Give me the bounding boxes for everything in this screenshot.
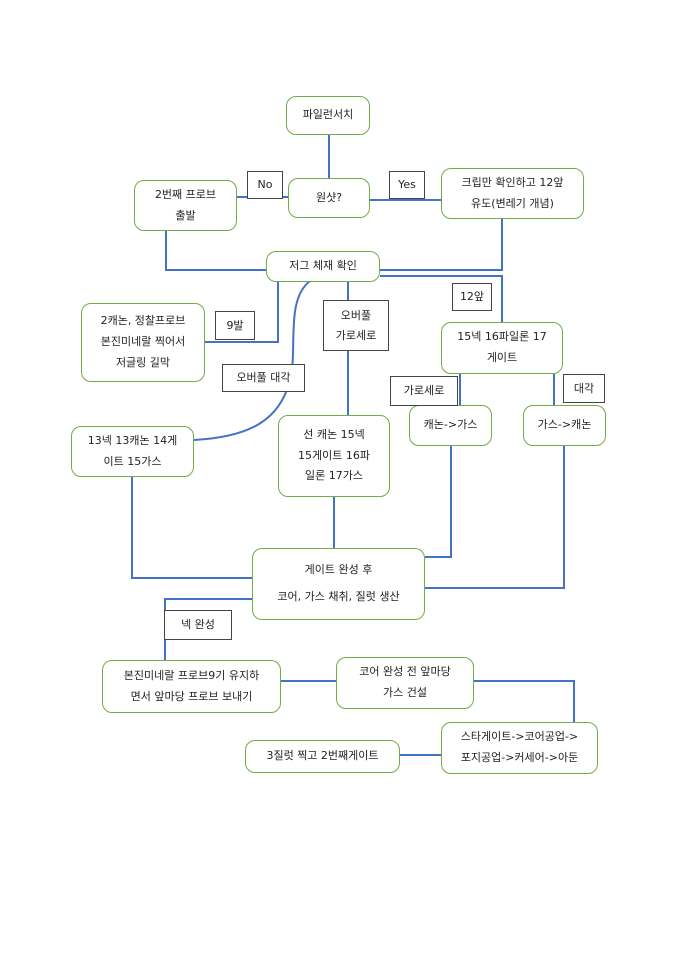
connector: [205, 282, 279, 343]
no-label: No: [247, 171, 283, 199]
cannon-gas-node: 캐논->가스: [409, 405, 492, 446]
nine-pool-label: 9발: [215, 311, 255, 340]
orthogonal-label: 가로세로: [390, 376, 458, 406]
diagonal-label: 대각: [563, 374, 605, 403]
overpool-diagonal-label: 오버풀 대각: [222, 364, 305, 392]
gas-cannon-node: 가스->캐논: [523, 405, 606, 446]
connector: [165, 231, 266, 271]
connector: [425, 446, 565, 589]
yes-label: Yes: [389, 171, 425, 199]
connector: [425, 446, 452, 558]
zealot-gate-node: 3질럿 찍고 2번째게이트: [245, 740, 400, 773]
connector: [380, 218, 503, 271]
stargate-node: 스타게이트->코어공업->포지공업->커세어->아둔: [441, 722, 598, 774]
probe-search-node: 파일런서치: [286, 96, 370, 135]
twelve-hatch-label: 12앞: [452, 283, 492, 311]
connector: [474, 680, 575, 722]
cut-check-node: 저그 체재 확인: [266, 251, 380, 282]
nexus-done-label: 넥 완성: [164, 610, 232, 640]
connector: [380, 275, 503, 322]
connector: [131, 477, 253, 579]
scout-question-node: 원샷?: [288, 178, 370, 218]
